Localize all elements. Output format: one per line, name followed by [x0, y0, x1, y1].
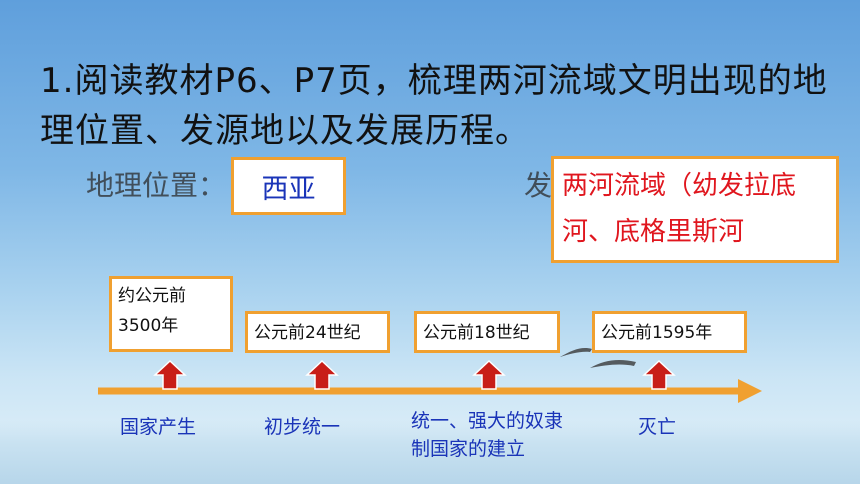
stage-event-4: 灭亡: [638, 416, 677, 438]
timeline-arrowhead-icon: [738, 379, 762, 403]
stage-date-3: 公元前18世纪: [414, 311, 560, 353]
geo-location-answer: 西亚: [231, 157, 346, 215]
bird-silhouette-icon: [560, 347, 636, 368]
origin-answer: 两河流域（幼发拉底河、底格里斯河: [551, 156, 839, 263]
origin-label: 发: [524, 169, 553, 202]
up-arrow-marker-icon: [153, 359, 187, 390]
up-arrow-marker-icon: [305, 359, 339, 390]
stage-date-4: 公元前1595年: [592, 311, 747, 353]
stage-date-2: 公元前24世纪: [245, 311, 390, 353]
stage-event-2: 初步统一: [264, 416, 341, 438]
question-title: 1.阅读教材P6、P7页，梳理两河流域文明出现的地理位置、发源地以及发展历程。: [40, 61, 828, 151]
sea-horizon: [0, 420, 860, 484]
up-arrow-marker-icon: [472, 359, 506, 390]
stage-date-1-text: 约公元前3500年: [118, 286, 186, 336]
stage-event-3: 统一、强大的奴隶制国家的建立: [411, 410, 564, 460]
stage-date-1: 约公元前3500年: [109, 276, 233, 352]
stage-event-1: 国家产生: [120, 416, 197, 438]
geo-location-label: 地理位置：: [86, 169, 227, 202]
up-arrow-marker-icon: [642, 359, 676, 390]
